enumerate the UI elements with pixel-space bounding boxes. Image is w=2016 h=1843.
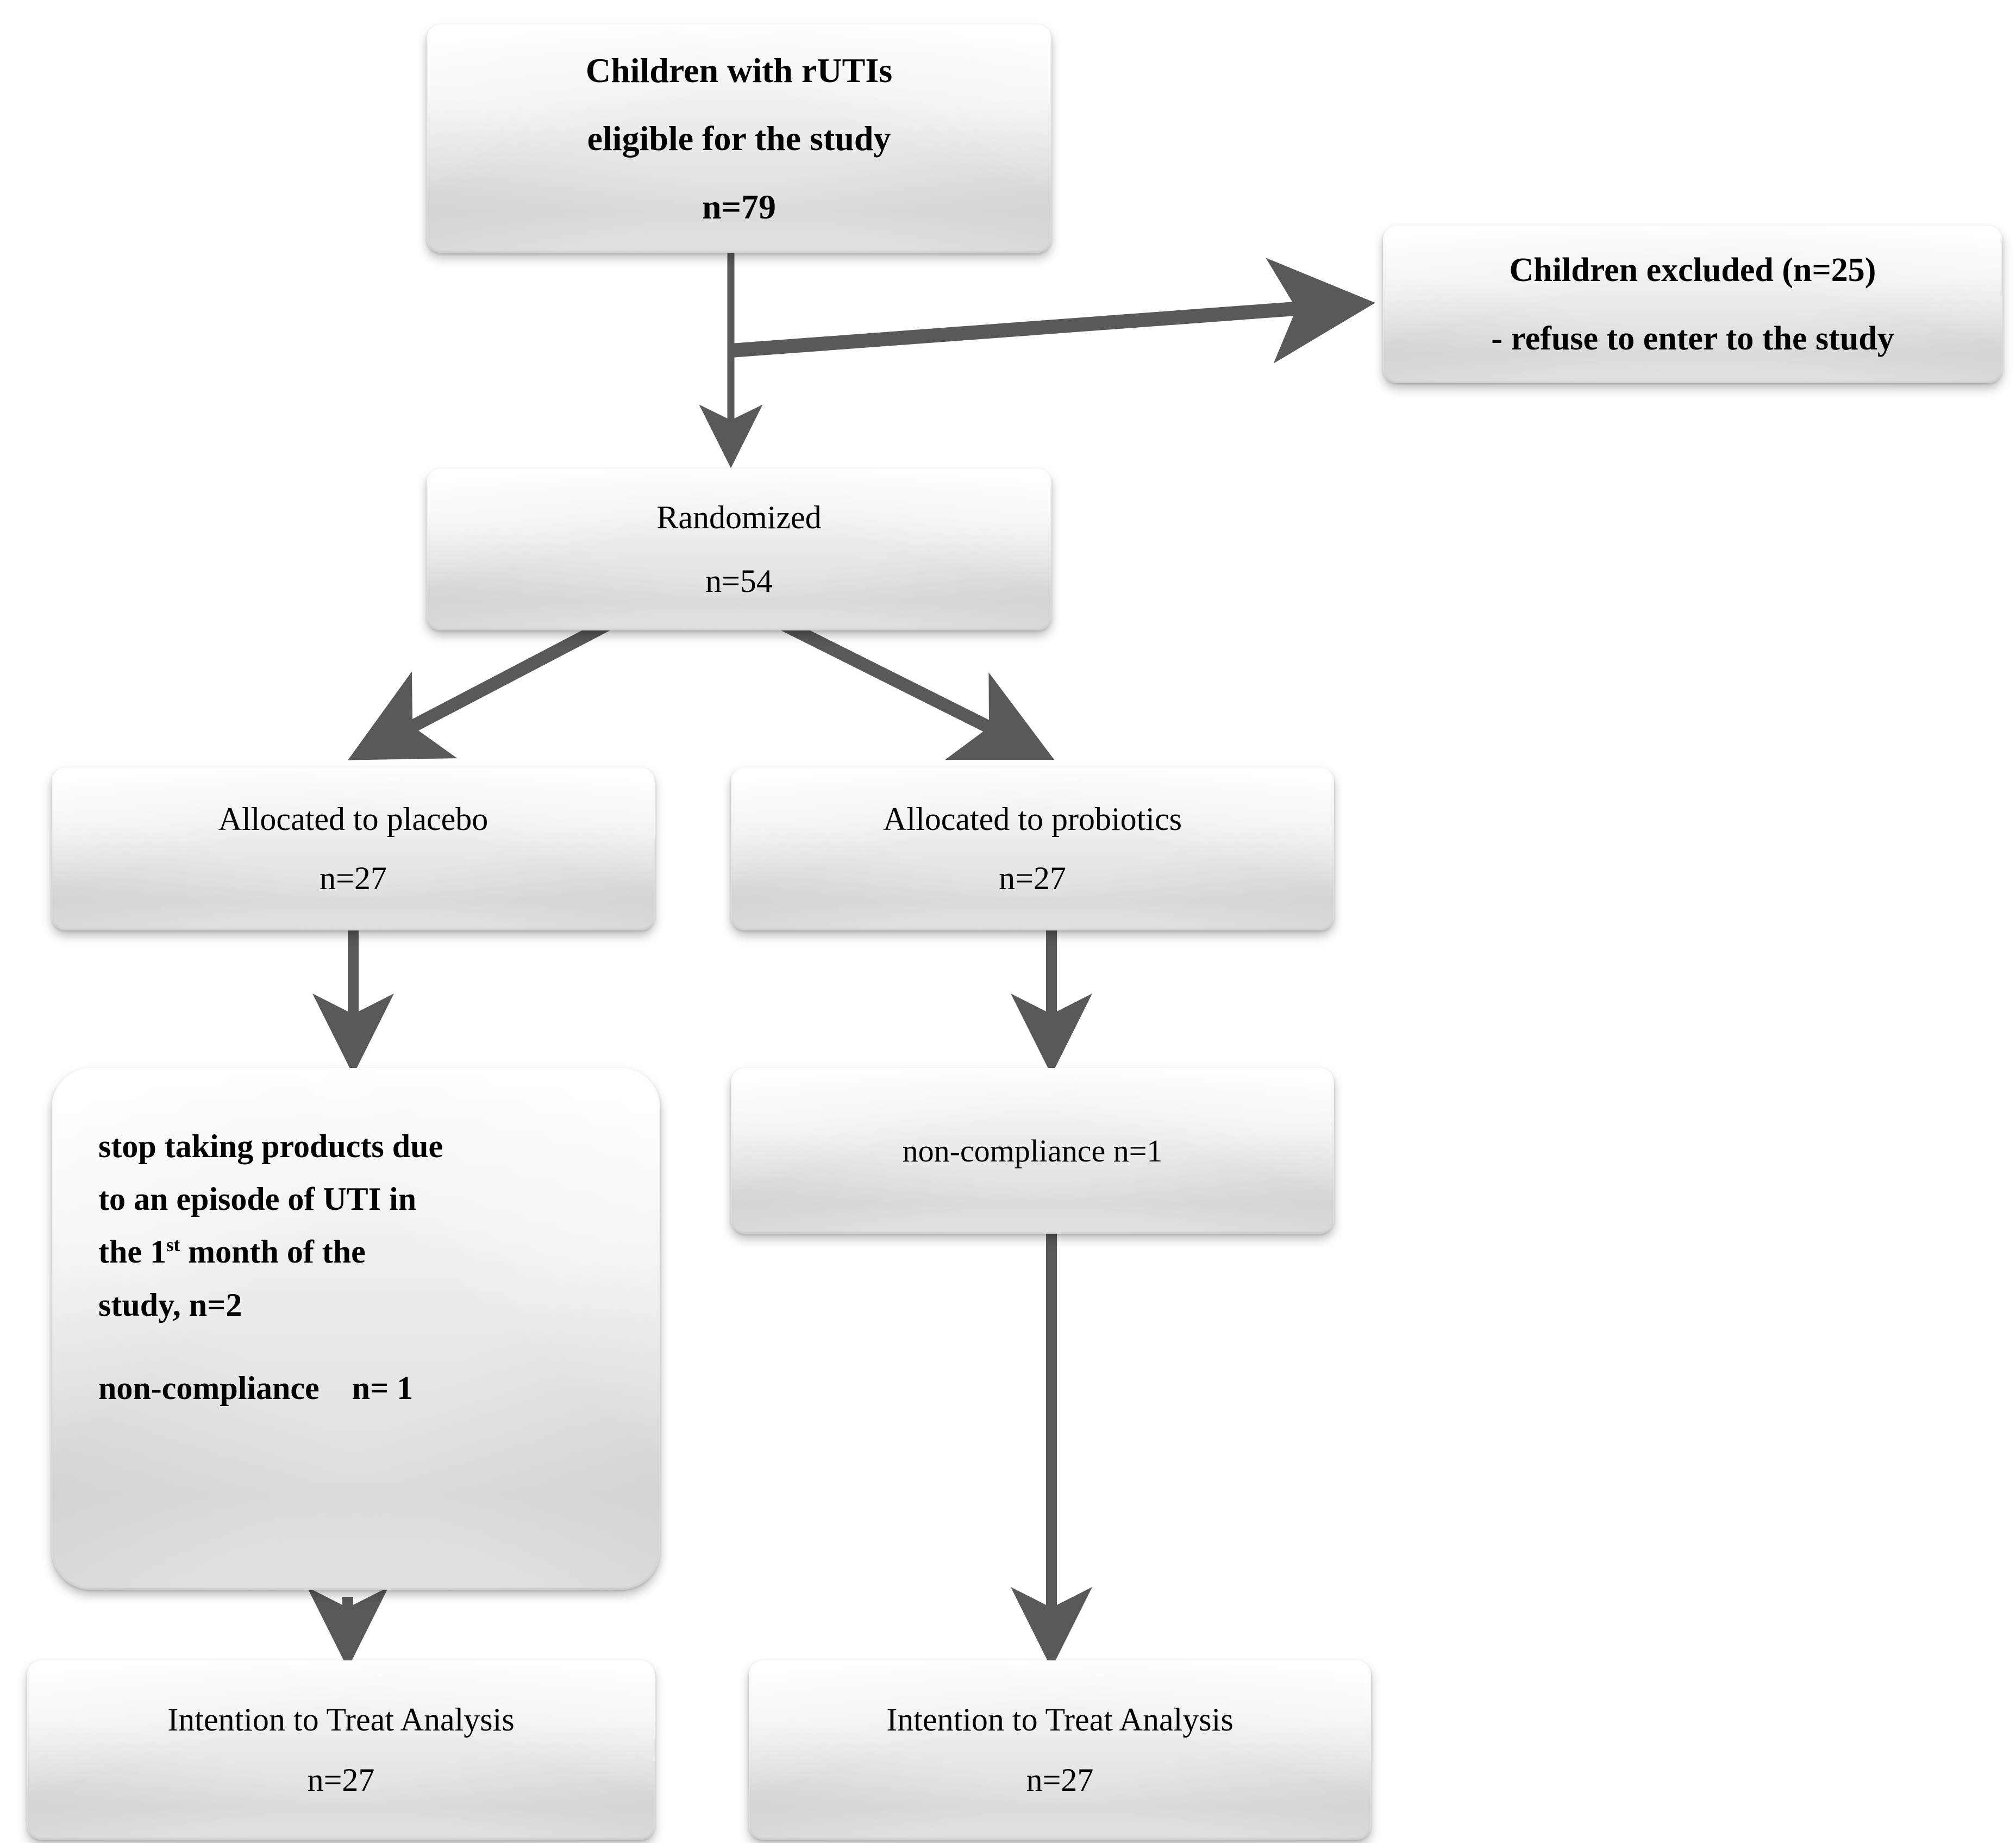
node-alloc-placebo-line-2: n=27 [320, 860, 387, 896]
edge-randomized-to-placebo [348, 614, 620, 760]
node-placebo-dropouts-line-3-post: month of the [180, 1234, 366, 1270]
node-randomized-line-1: Randomized [656, 499, 822, 535]
node-alloc-probiotics-line-2: n=27 [999, 860, 1066, 896]
node-placebo-dropouts-line-4: study, n=2 [98, 1286, 242, 1323]
node-excluded-line-2: - refuse to enter to the study [1491, 320, 1894, 357]
node-probiotics-dropouts-line-1: non-compliance n=1 [902, 1133, 1163, 1169]
edge-eligible-to-excluded [730, 258, 1375, 364]
node-eligible-line-1: Children with rUTIs [585, 51, 893, 90]
node-placebo-dropouts[interactable]: stop taking products due to an episode o… [52, 1068, 660, 1590]
node-itt-probiotics[interactable]: Intention to Treat Analysis n=27 [749, 1660, 1371, 1840]
node-alloc-probiotics-line-1: Allocated to probiotics [883, 801, 1182, 837]
node-alloc-placebo-line-1: Allocated to placebo [218, 801, 489, 837]
node-placebo-dropouts-line-3: the 1st month of the [98, 1226, 366, 1278]
node-itt-probiotics-line-2: n=27 [1026, 1762, 1094, 1798]
node-placebo-dropouts-line-1: stop taking products due [98, 1128, 443, 1164]
node-placebo-dropouts-line-3-pre: the 1 [98, 1234, 166, 1270]
node-excluded-line-1: Children excluded (n=25) [1509, 251, 1876, 289]
node-eligible-line-3: n=79 [702, 187, 777, 226]
node-allocated-to-placebo[interactable]: Allocated to placebo n=27 [52, 767, 655, 930]
node-probiotics-non-compliance[interactable]: non-compliance n=1 [731, 1068, 1334, 1234]
ordinal-suffix: st [166, 1234, 180, 1256]
node-children-eligible[interactable]: Children with rUTIs eligible for the stu… [427, 24, 1051, 253]
node-itt-placebo[interactable]: Intention to Treat Analysis n=27 [27, 1660, 655, 1840]
node-eligible-line-2: eligible for the study [587, 119, 891, 158]
node-itt-probiotics-line-1: Intention to Treat Analysis [886, 1702, 1234, 1738]
node-randomized[interactable]: Randomized n=54 [427, 468, 1051, 630]
node-placebo-dropouts-line-5: non-compliance n= 1 [98, 1370, 414, 1406]
node-placebo-dropouts-line-2: to an episode of UTI in [98, 1181, 417, 1217]
node-randomized-line-2: n=54 [705, 563, 773, 599]
node-children-excluded[interactable]: Children excluded (n=25) - refuse to ent… [1383, 226, 2002, 383]
edge-randomized-to-probiotics [771, 614, 1055, 760]
node-allocated-to-probiotics[interactable]: Allocated to probiotics n=27 [731, 767, 1334, 930]
node-itt-placebo-line-2: n=27 [307, 1762, 375, 1798]
node-itt-placebo-line-1: Intention to Treat Analysis [167, 1702, 515, 1738]
